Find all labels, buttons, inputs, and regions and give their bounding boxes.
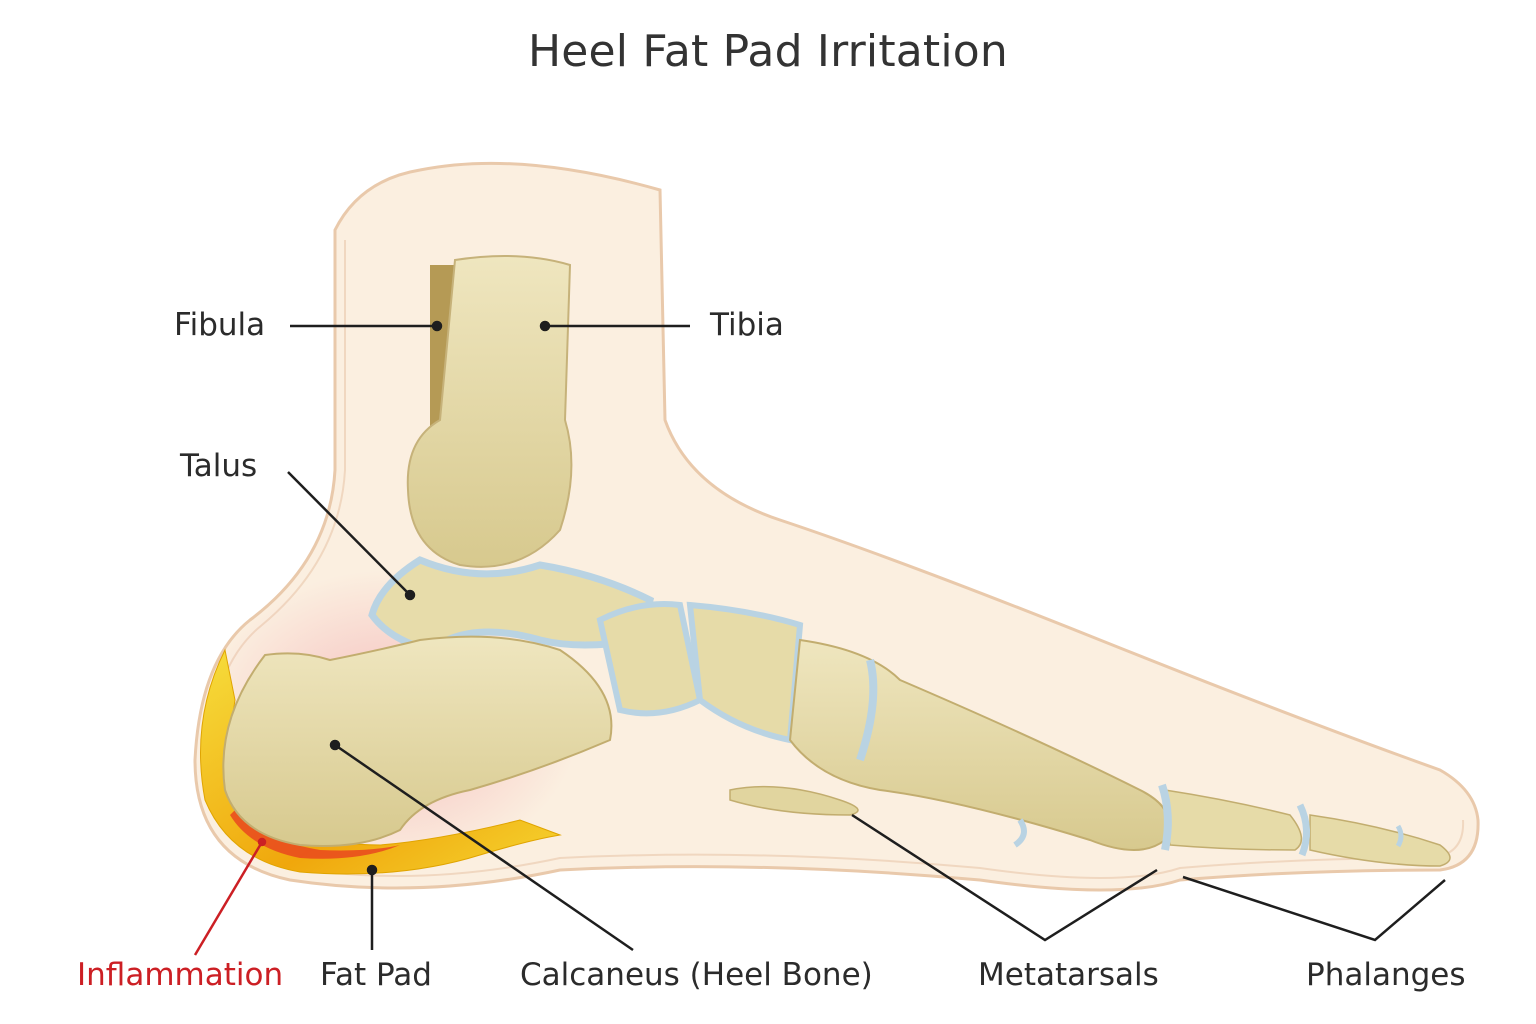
leader-lines [287, 320, 1446, 952]
label-tibia: Tibia [710, 307, 784, 343]
label-calcaneus: Calcaneus (Heel Bone) [520, 957, 873, 993]
inflammation-zone [230, 810, 400, 859]
proximal-phalanx [1164, 789, 1303, 851]
diagram-title: Heel Fat Pad Irritation [527, 26, 1009, 77]
label-fibula: Fibula [174, 307, 266, 343]
label-inflammation: Inflammation [77, 957, 284, 993]
label-fat-pad: Fat Pad [320, 957, 432, 993]
label-talus: Talus [180, 448, 258, 484]
talus-bone [368, 556, 655, 654]
label-phalanges: Phalanges [1306, 957, 1466, 993]
calcaneus-bone [222, 635, 613, 847]
label-metatarsals: Metatarsals [978, 957, 1159, 993]
tibia-bone [406, 255, 573, 568]
navicular-bone [596, 601, 704, 717]
distal-phalanx [1309, 814, 1451, 867]
